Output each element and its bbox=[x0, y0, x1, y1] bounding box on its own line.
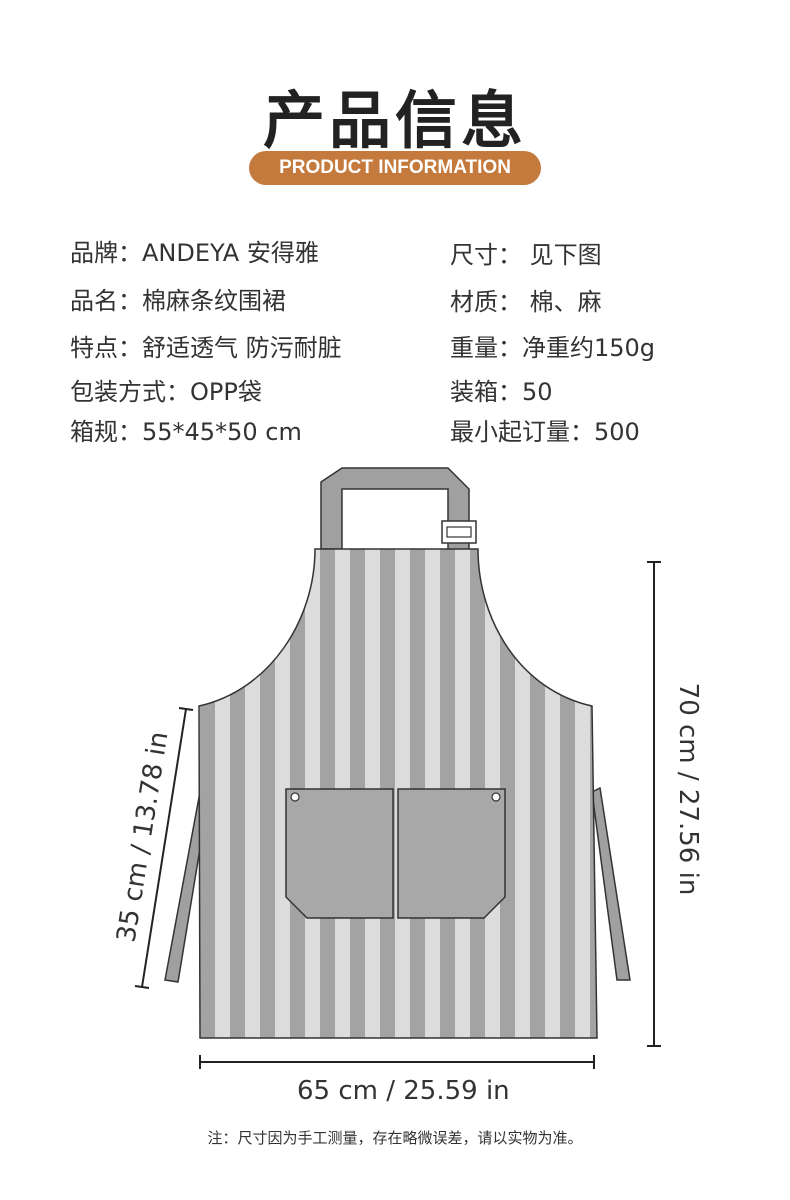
spec-moq: 最小起订量：500 bbox=[450, 418, 640, 446]
spec-size: 尺寸： 见下图 bbox=[450, 241, 602, 269]
pocket-height-dimension-line bbox=[134, 707, 194, 989]
spec-weight: 重量：净重约150g bbox=[450, 334, 656, 362]
right-waist-tie bbox=[591, 786, 631, 981]
height-dimension-line bbox=[647, 561, 661, 1047]
width-dimension-label: 65 cm / 25.59 in bbox=[297, 1076, 510, 1106]
width-dimension-line bbox=[199, 1055, 595, 1069]
spec-carton-size: 箱规：55*45*50 cm bbox=[70, 418, 302, 446]
spec-material: 材质： 棉、麻 bbox=[450, 288, 602, 316]
spec-carton-qty: 装箱：50 bbox=[450, 378, 553, 406]
spec-brand: 品牌：ANDEYA 安得雅 bbox=[70, 239, 319, 267]
left-pocket bbox=[285, 788, 394, 919]
spec-product-name: 品名：棉麻条纹围裙 bbox=[70, 287, 286, 315]
page-title: 产品信息 bbox=[262, 84, 527, 157]
measurement-note: 注：尺寸因为手工测量，存在略微误差，请以实物为准。 bbox=[207, 1129, 583, 1147]
height-dimension-label: 70 cm / 27.56 in bbox=[673, 682, 703, 896]
section-badge: PRODUCT INFORMATION bbox=[249, 151, 541, 185]
spec-features: 特点：舒适透气 防污耐脏 bbox=[70, 334, 342, 362]
right-pocket bbox=[397, 788, 506, 919]
spec-packaging: 包装方式：OPP袋 bbox=[70, 378, 262, 406]
strap-buckle bbox=[441, 520, 477, 544]
